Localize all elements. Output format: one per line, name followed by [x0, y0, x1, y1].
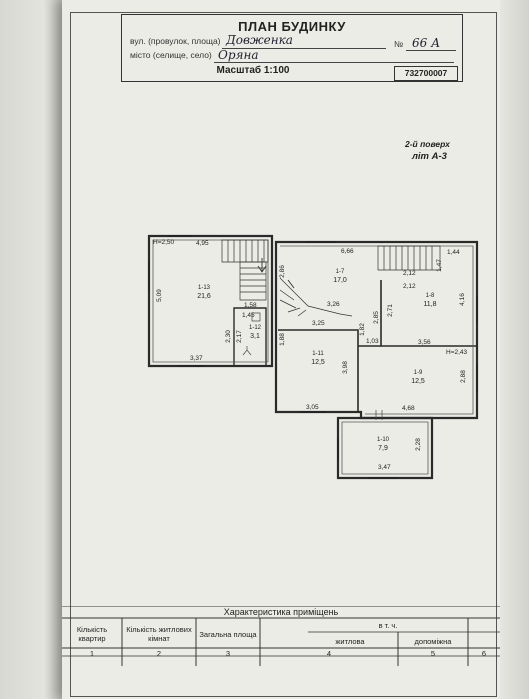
room-num-1-8: 1-8	[425, 293, 435, 299]
dim-1-44: 1,44	[447, 249, 460, 256]
stair-top	[377, 245, 441, 271]
room-area-1-8: 11,8	[423, 301, 437, 308]
inner-outline-main	[280, 245, 474, 415]
inner-outline-1-10	[341, 421, 429, 475]
header-living-rooms: Кількість житлових кімнат	[126, 625, 192, 643]
dim-1-88: 1,88	[278, 333, 286, 346]
stair-left-treads	[227, 240, 265, 262]
number-underline	[406, 50, 456, 51]
letter-label: літ А-3	[412, 151, 447, 162]
wall-room-1-11	[278, 329, 359, 412]
dim-2-88: 2,88	[459, 370, 467, 383]
dim-6-66: 6,66	[341, 248, 354, 255]
room-area-1-12: 3,1	[250, 333, 260, 340]
header-auxiliary: допоміжна	[414, 637, 452, 646]
dim-2-28: 2,28	[414, 438, 422, 451]
cadastral-code: 732700007	[394, 66, 458, 81]
stair-left-lower-treads	[240, 267, 266, 293]
city-label: місто (селище, село)	[130, 50, 212, 60]
title-block: ПЛАН БУДИНКУ вул. (провулок, площа) Довж…	[121, 14, 463, 82]
room-num-1-11: 1-11	[312, 351, 324, 357]
stair-fan-arrow	[287, 279, 295, 289]
dim-3-05: 3,05	[306, 404, 319, 411]
dim-3-26: 3,26	[327, 301, 340, 308]
header-living: житлова	[335, 637, 365, 646]
room-num-1-10: 1-10	[376, 437, 389, 443]
city-underline	[214, 62, 454, 63]
dim-4-95: 4,95	[196, 240, 209, 247]
stair-left	[221, 239, 269, 263]
number-label: №	[394, 39, 404, 49]
dim-3-37: 3,37	[190, 355, 203, 362]
dim-1-03: 1,03	[366, 338, 379, 345]
dim-3-98: 3,98	[341, 361, 349, 374]
height-right: Н=2,43	[446, 349, 468, 356]
col-num-3: 3	[225, 649, 231, 658]
door-1-12	[251, 312, 261, 322]
table-caption: Характеристика приміщень	[223, 607, 339, 617]
dim-5-09: 5,09	[155, 289, 163, 302]
header-apartments: Кількість квартир	[76, 625, 108, 643]
dim-4-16: 4,16	[458, 293, 466, 306]
room-area-1-10: 7,9	[378, 445, 388, 452]
header-total-area: Загальна площа	[199, 630, 257, 639]
dim-1-82: 1,82	[358, 323, 366, 336]
dim-4-68: 4,68	[402, 405, 415, 412]
col-num-4: 4	[326, 649, 332, 658]
dim-3-25: 3,25	[312, 320, 325, 327]
room-area-1-7: 17,0	[333, 277, 347, 284]
stair-arrow-left	[257, 258, 267, 273]
height-left: Н=2,50	[153, 239, 175, 246]
room-area-1-9: 12,5	[411, 378, 425, 385]
dim-2-85: 2,85	[372, 311, 380, 324]
street-label: вул. (провулок, площа)	[130, 36, 221, 46]
wall-room-1-13	[147, 234, 274, 368]
room-num-1-13: 1-13	[197, 285, 210, 291]
table-grid	[62, 606, 500, 666]
dim-2-86: 2,86	[278, 265, 286, 278]
door-1-9	[375, 410, 383, 420]
dim-1-45: 1,45	[242, 312, 255, 319]
dim-3-56: 3,56	[418, 339, 431, 346]
dim-2-12-lower: 2,12	[403, 283, 416, 290]
dim-2-17: 2,17	[235, 330, 243, 343]
drawing-frame	[70, 12, 497, 697]
room-num-1-9: 1-9	[413, 370, 423, 376]
col-num-1: 1	[89, 649, 95, 658]
col-num-6: 6	[481, 649, 487, 658]
lamp-symbol	[242, 346, 252, 356]
header-including: в т. ч.	[378, 621, 398, 630]
room-area-1-13: 21,6	[197, 293, 211, 300]
dim-2-30: 2,30	[224, 330, 232, 343]
col-num-5: 5	[430, 649, 436, 658]
right-page-edge	[500, 0, 529, 699]
wall-room-1-12	[233, 307, 267, 367]
stair-fan	[279, 277, 353, 317]
floor-label: 2-й поверх	[405, 139, 450, 149]
stair-left-lower	[239, 261, 267, 301]
street-value: Довженка	[226, 33, 293, 47]
plan-title: ПЛАН БУДИНКУ	[238, 19, 346, 34]
city-value: Оряна	[218, 48, 259, 62]
dim-2-71: 2,71	[386, 304, 394, 317]
wall-room-1-8	[380, 280, 477, 347]
scale-label: Масштаб 1:100	[216, 65, 290, 76]
street-underline	[222, 48, 386, 49]
room-area-1-11: 12,5	[311, 359, 325, 366]
dim-1-58: 1,58	[244, 302, 257, 309]
inner-outline-1-13	[152, 239, 269, 363]
stair-top-treads	[383, 246, 433, 270]
room-num-1-12: 1-12	[248, 325, 261, 331]
room-num-1-7: 1-7	[335, 269, 345, 275]
document-sheet	[62, 0, 529, 699]
col-num-2: 2	[156, 649, 162, 658]
characteristics-table: Характеристика приміщень Кількість кварт…	[62, 606, 500, 666]
left-page-edge	[0, 0, 62, 699]
dim-2-12-top: 2,12	[403, 270, 416, 277]
dim-3-47: 3,47	[378, 464, 391, 471]
number-value: 66 А	[412, 36, 441, 50]
dim-1-47: 1,47	[435, 259, 443, 272]
